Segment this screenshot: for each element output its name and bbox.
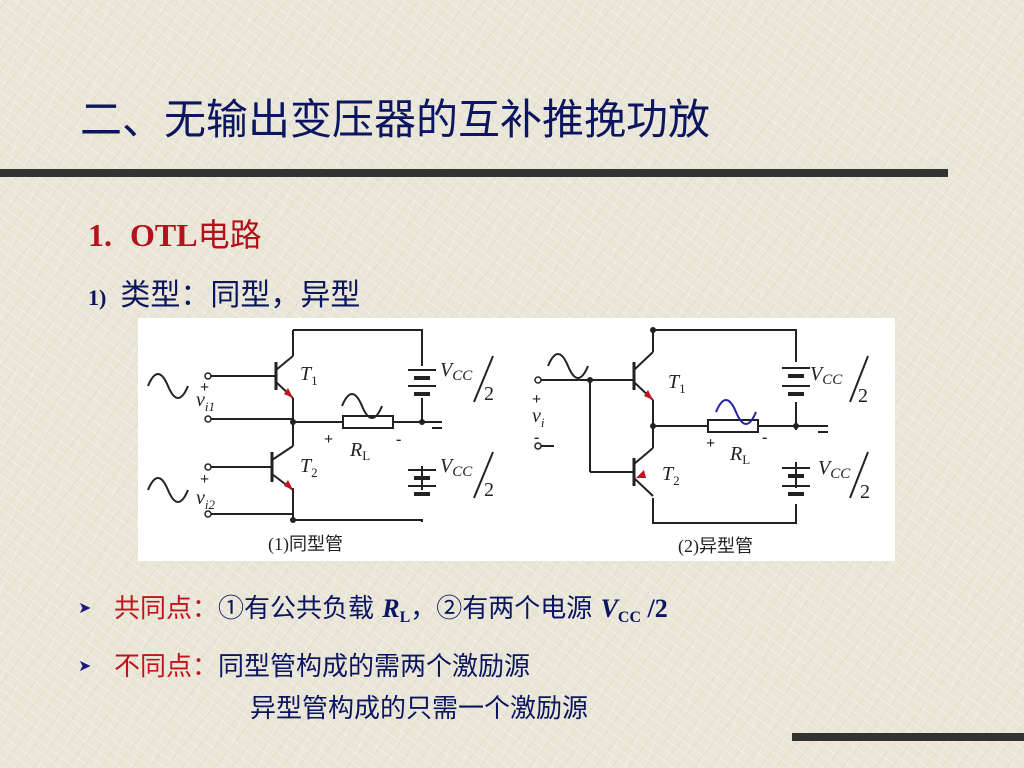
- circuit-svg: T1 T2 vi1 vi2 RL VCC VCC 2 2 + + + - + -…: [147, 327, 870, 557]
- left-plus-top: +: [200, 379, 209, 396]
- right-caption: (2)异型管: [678, 536, 753, 557]
- section-title-latin: OTL: [130, 217, 198, 253]
- common-v-sub: CC: [617, 609, 642, 626]
- common-r-sub: L: [399, 609, 411, 626]
- left-load-minus: -: [396, 431, 401, 448]
- right-vcc-bottom-label: VCC: [818, 457, 851, 482]
- left-t1-label: T1: [300, 363, 318, 388]
- bullet-arrow-icon: ➤: [78, 598, 92, 617]
- section-title-cjk: 电路: [197, 216, 262, 254]
- bullet-common: ➤ 共同点：①有公共负载 RL，②有两个电源 VCC /2: [78, 588, 668, 627]
- right-load-minus: -: [762, 429, 767, 446]
- circuit-figure: T1 T2 vi1 vi2 RL VCC VCC 2 2 + + + - + -…: [138, 318, 895, 561]
- left-div2-top: 2: [484, 383, 494, 405]
- common-key: 共同点：: [114, 594, 219, 624]
- diff-key: 不同点：: [114, 652, 219, 682]
- right-vcc-top-label: VCC: [810, 363, 843, 388]
- right-load-plus: +: [706, 435, 715, 452]
- bullet-arrow-icon: ➤: [78, 656, 92, 675]
- section-number: 1.: [88, 217, 112, 253]
- left-vcc-bottom-label: VCC: [440, 455, 473, 480]
- subsection-number: 1): [88, 285, 107, 310]
- right-div2-bottom: 2: [860, 481, 870, 503]
- section-heading: 1. OTL电路: [88, 210, 262, 256]
- right-rl-label: RL: [729, 443, 750, 467]
- subsection-heading: 1) 类型：同型，异型: [88, 270, 360, 314]
- right-vi-label: vi: [532, 405, 545, 430]
- right-t2-label: T2: [662, 463, 680, 488]
- left-plus-bottom: +: [200, 471, 209, 488]
- left-t2-label: T2: [300, 455, 318, 480]
- diff-text2: 异型管构成的只需一个激励源: [250, 694, 589, 724]
- common-text2: ，②有两个电源: [410, 594, 601, 624]
- right-plus-input: +: [532, 391, 541, 408]
- common-tail: /2: [641, 594, 668, 623]
- left-div2-bottom: 2: [484, 479, 494, 501]
- right-div2-top: 2: [858, 385, 868, 407]
- common-v: V: [600, 594, 618, 623]
- right-minus-input: -: [534, 429, 539, 446]
- left-vi2-label: vi2: [196, 487, 216, 512]
- right-t1-label: T1: [668, 371, 686, 396]
- common-r: R: [382, 594, 400, 623]
- diff-text1: 同型管构成的需两个激励源: [218, 652, 531, 682]
- title-divider: [0, 169, 948, 177]
- slide-title: 二、无输出变压器的互补推挽功放: [80, 95, 711, 144]
- common-text1: ①有公共负载: [218, 594, 383, 624]
- footer-divider: [792, 733, 1024, 741]
- bullet-difference: ➤ 不同点：同型管构成的需两个激励源: [78, 646, 530, 683]
- subsection-text: 类型：同型，异型: [120, 278, 361, 313]
- left-rl-label: RL: [349, 439, 370, 463]
- left-caption: (1)同型管: [268, 534, 343, 555]
- left-vi1-label: vi1: [196, 389, 215, 414]
- left-load-plus: +: [324, 431, 333, 448]
- left-vcc-top-label: VCC: [440, 359, 473, 384]
